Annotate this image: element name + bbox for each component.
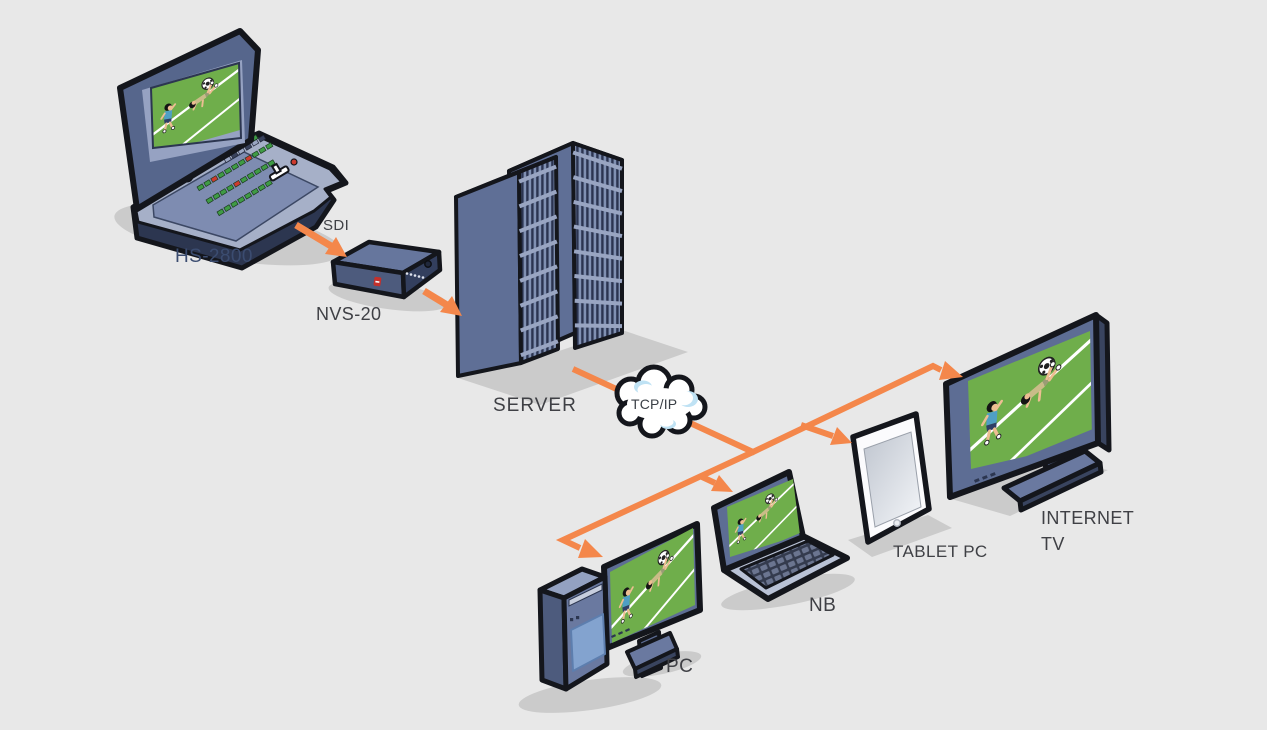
server-tower1-left bbox=[454, 170, 523, 378]
encoder-to-server-arrow bbox=[422, 288, 462, 316]
nvs20-leds bbox=[405, 272, 425, 279]
nb-device bbox=[711, 469, 855, 611]
arrow-to-tv bbox=[939, 361, 963, 380]
tv-device bbox=[943, 312, 1112, 516]
nvs20-logo-mark bbox=[375, 280, 380, 283]
tv-bezel-buttons bbox=[974, 472, 996, 483]
tablet-shadow bbox=[848, 515, 952, 557]
nvs20-label: NVS-20 bbox=[316, 304, 382, 324]
nb-label: NB bbox=[809, 595, 837, 616]
hs2800-tbar-lever bbox=[268, 162, 290, 182]
pc-shadow bbox=[518, 677, 662, 713]
arrow-to-pc bbox=[578, 539, 603, 558]
arrow-to-tablet bbox=[830, 427, 852, 445]
sdi-arrow bbox=[294, 221, 347, 257]
pc-tower-drive-bay bbox=[568, 583, 603, 607]
server-tower1-vents bbox=[517, 155, 560, 365]
hs2800-screen-edge bbox=[149, 61, 243, 150]
tcpip-label: TCP/IP bbox=[631, 396, 678, 412]
sdi-label: SDI bbox=[323, 217, 350, 234]
hs2800-label: HS-2800 bbox=[175, 246, 253, 267]
network-line-left bbox=[555, 449, 755, 558]
server-shadow bbox=[458, 330, 688, 405]
hs2800-device bbox=[114, 28, 349, 271]
pc-monitor-buttons bbox=[611, 628, 631, 639]
tv-label: INTERNET TV bbox=[1041, 508, 1134, 555]
pc-label: PC bbox=[666, 656, 694, 677]
server-tower2-vents bbox=[571, 141, 624, 350]
nvs20-power-button bbox=[424, 260, 432, 268]
tablet-home-button bbox=[893, 519, 901, 527]
pc-device bbox=[518, 521, 703, 713]
network-branch-tablet bbox=[800, 422, 852, 445]
server-label: SERVER bbox=[493, 395, 577, 416]
nvs20-device bbox=[328, 239, 448, 312]
network-cloud-icon bbox=[614, 364, 708, 439]
tablet-device bbox=[848, 411, 952, 557]
arrow-to-nb bbox=[711, 475, 733, 492]
tablet-screen bbox=[863, 431, 922, 528]
pc-tower-button bbox=[576, 616, 580, 620]
hs2800-red-button bbox=[290, 158, 298, 166]
tv-stand-base-side bbox=[1017, 460, 1104, 513]
tablet-label: TABLET PC bbox=[893, 542, 988, 561]
pc-tower-panel bbox=[570, 613, 606, 672]
nb-keyboard bbox=[739, 539, 835, 590]
pc-stand-base-side bbox=[633, 647, 680, 679]
server-device bbox=[454, 141, 688, 405]
pc-tower-button bbox=[570, 618, 574, 622]
